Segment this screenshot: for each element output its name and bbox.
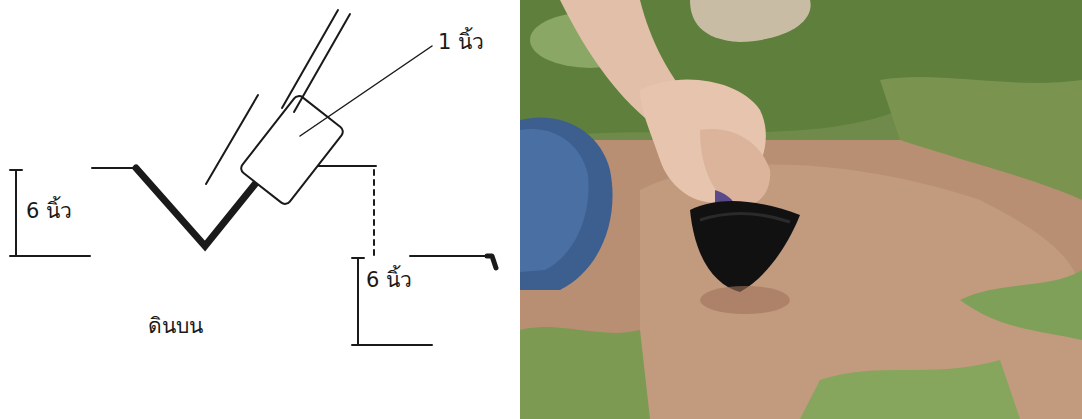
layer-label: ดินบน	[146, 314, 205, 339]
ground-line	[318, 165, 376, 167]
slice-line	[373, 170, 375, 256]
dimension-bracket	[10, 170, 90, 256]
leader-line	[300, 46, 432, 136]
dimension-label: 1 นิ้ว	[436, 30, 486, 55]
photo	[520, 0, 1082, 419]
dimension-label: 6 นิ้ว	[364, 268, 414, 293]
v-cut	[487, 256, 496, 268]
dimension-bracket	[352, 258, 432, 345]
v-cut	[136, 168, 268, 246]
dimension-label: 6 นิ้ว	[24, 199, 74, 224]
soil-diagram	[10, 10, 496, 345]
ground-line	[92, 167, 136, 169]
shovel	[206, 10, 350, 206]
ground-line	[410, 255, 490, 257]
